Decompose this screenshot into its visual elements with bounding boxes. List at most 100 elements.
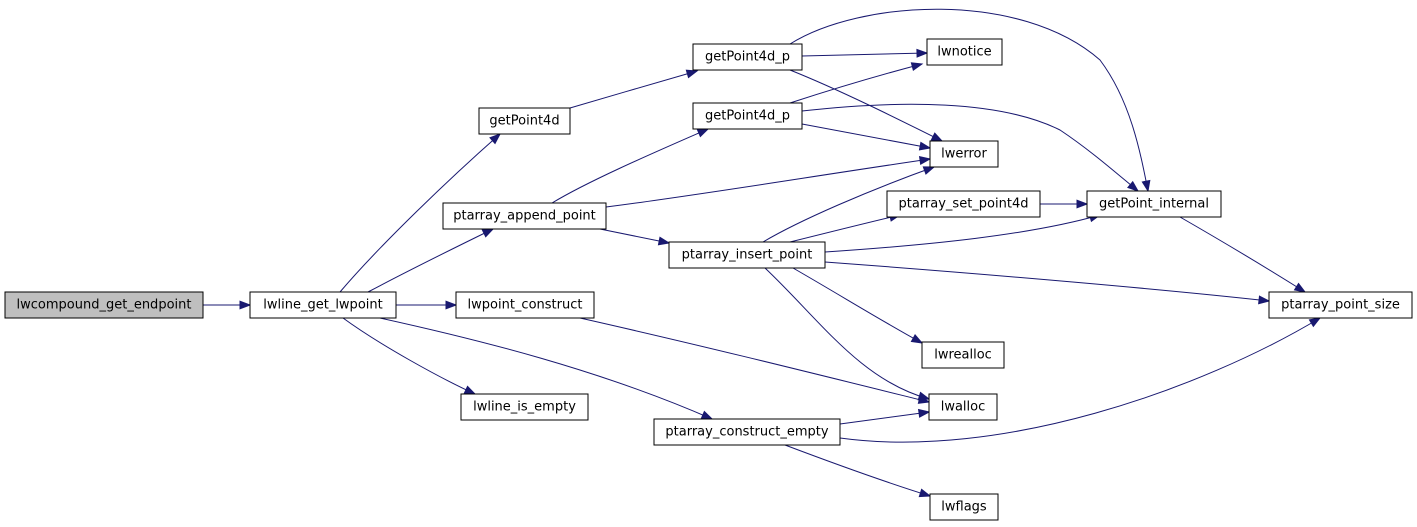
- node-ptarray-append-point[interactable]: ptarray_append_point: [442, 202, 607, 230]
- node-box: [928, 393, 998, 421]
- edge-line: [824, 261, 1270, 302]
- edge-lwline-get-lwpoint-to-lwpoint-construct: [396, 300, 458, 310]
- node-box: [692, 102, 803, 130]
- node-lwrealloc[interactable]: lwrealloc: [921, 341, 1005, 369]
- arrowhead: [481, 228, 495, 238]
- edge-ptarray-set-point4d-to-get-point-internal: [1040, 199, 1089, 209]
- edge-get-point4d-p-2-to-lwerror: [801, 123, 932, 151]
- edge-ptarray-insert-point-to-ptarray-point-size: [824, 261, 1271, 305]
- edge-line: [824, 214, 1101, 253]
- node-box: [478, 107, 571, 135]
- node-box: [929, 493, 999, 521]
- node-label: lwrealloc: [934, 348, 992, 363]
- arrowhead: [445, 300, 458, 310]
- node-label: lwerror: [941, 147, 987, 162]
- edge-line: [784, 444, 931, 497]
- arrowhead: [918, 488, 932, 498]
- arrowhead: [918, 156, 932, 165]
- arrowhead: [918, 141, 932, 151]
- node-label: lwalloc: [941, 400, 986, 415]
- node-box: [653, 418, 841, 446]
- arrowhead: [922, 166, 936, 175]
- edge-ptarray-append-point-to-ptarray-insert-point: [599, 228, 671, 246]
- edge-line: [579, 317, 930, 403]
- edge-line: [801, 52, 928, 57]
- arrowhead: [910, 333, 924, 344]
- node-lwerror[interactable]: lwerror: [929, 140, 999, 168]
- arrowhead: [1293, 282, 1307, 293]
- edge-lwpoint-construct-to-lwalloc: [579, 317, 931, 404]
- node-lwline-is-empty[interactable]: lwline_is_empty: [460, 393, 589, 421]
- node-lwline-get-lwpoint[interactable]: lwline_get_lwpoint: [249, 291, 397, 319]
- arrowhead: [700, 410, 714, 420]
- edge-ptarray-append-point-to-get-point4d-p-2: [551, 128, 710, 204]
- edge-lwline-get-lwpoint-to-get-point4d: [339, 133, 502, 293]
- node-box: [249, 291, 397, 319]
- edge-line: [789, 63, 923, 104]
- arrowhead: [463, 385, 477, 395]
- edge-line: [792, 267, 923, 344]
- arrowhead: [239, 300, 252, 310]
- edge-lwline-get-lwpoint-to-ptarray-append-point: [367, 228, 495, 293]
- node-get-point4d-p-2[interactable]: getPoint4d_p: [692, 102, 803, 130]
- node-box: [1086, 190, 1222, 218]
- node-ptarray-point-size[interactable]: ptarray_point_size: [1268, 291, 1413, 319]
- edge-ptarray-construct-empty-to-lwflags: [784, 444, 932, 498]
- edge-line: [1179, 216, 1306, 293]
- edge-line: [342, 317, 476, 395]
- edge-ptarray-insert-point-to-lwrealloc: [792, 267, 924, 344]
- edges-layer: [203, 8, 1322, 498]
- edge-ptarray-insert-point-to-get-point-internal: [824, 213, 1102, 253]
- node-label: lwpoint_construct: [468, 298, 583, 313]
- arrowhead: [657, 236, 671, 246]
- node-get-point4d-p-1[interactable]: getPoint4d_p: [692, 43, 803, 71]
- arrowhead: [916, 48, 929, 58]
- edge-lwline-get-lwpoint-to-lwline-is-empty: [342, 317, 477, 395]
- node-lwpoint-construct[interactable]: lwpoint_construct: [455, 291, 595, 319]
- node-lwflags[interactable]: lwflags: [929, 493, 999, 521]
- node-box: [926, 38, 1003, 66]
- node-lwalloc[interactable]: lwalloc: [928, 393, 998, 421]
- edge-line: [599, 228, 670, 244]
- arrowhead: [910, 62, 924, 72]
- node-label: ptarray_point_size: [1281, 298, 1400, 313]
- node-box: [886, 190, 1041, 218]
- arrowhead: [917, 395, 931, 404]
- arrowhead: [1308, 317, 1322, 328]
- edge-get-point4d-p-2-to-get-point-internal: [801, 103, 1140, 192]
- edge-line: [551, 128, 709, 204]
- node-label: ptarray_set_point4d: [899, 197, 1029, 212]
- node-box: [668, 241, 826, 269]
- node-ptarray-construct-empty[interactable]: ptarray_construct_empty: [653, 418, 841, 446]
- edge-get-point4d-to-get-point4d-p-1: [569, 69, 699, 109]
- node-label: getPoint4d_p: [705, 109, 790, 124]
- edge-line: [764, 267, 930, 400]
- node-lwcompound-get-endpoint[interactable]: lwcompound_get_endpoint: [4, 291, 204, 319]
- node-get-point4d[interactable]: getPoint4d: [478, 107, 571, 135]
- edge-line: [605, 158, 931, 208]
- arrowhead: [917, 408, 931, 418]
- edge-line: [762, 166, 935, 243]
- node-box: [4, 291, 204, 319]
- node-ptarray-set-point4d[interactable]: ptarray_set_point4d: [886, 190, 1041, 218]
- node-box: [442, 202, 607, 230]
- node-ptarray-insert-point[interactable]: ptarray_insert_point: [668, 241, 826, 269]
- node-label: lwline_get_lwpoint: [263, 298, 382, 313]
- arrowhead: [685, 69, 699, 79]
- node-label: ptarray_append_point: [453, 209, 596, 224]
- edge-line: [839, 317, 1321, 443]
- nodes-layer: lwcompound_get_endpoint lwline_get_lwpoin…: [4, 38, 1413, 521]
- edge-line: [801, 103, 1139, 192]
- node-box: [921, 341, 1005, 369]
- node-get-point-internal[interactable]: getPoint_internal: [1086, 190, 1222, 218]
- edge-ptarray-insert-point-to-ptarray-set-point4d: [789, 212, 902, 243]
- node-label: lwnotice: [937, 45, 991, 60]
- edge-line: [339, 133, 501, 293]
- edge-get-point-internal-to-ptarray-point-size: [1179, 216, 1307, 293]
- edge-line: [379, 317, 713, 420]
- edge-get-point4d-p-1-to-lwnotice: [801, 48, 929, 58]
- arrowhead: [489, 133, 502, 145]
- edge-line: [789, 8, 1149, 192]
- node-lwnotice[interactable]: lwnotice: [926, 38, 1003, 66]
